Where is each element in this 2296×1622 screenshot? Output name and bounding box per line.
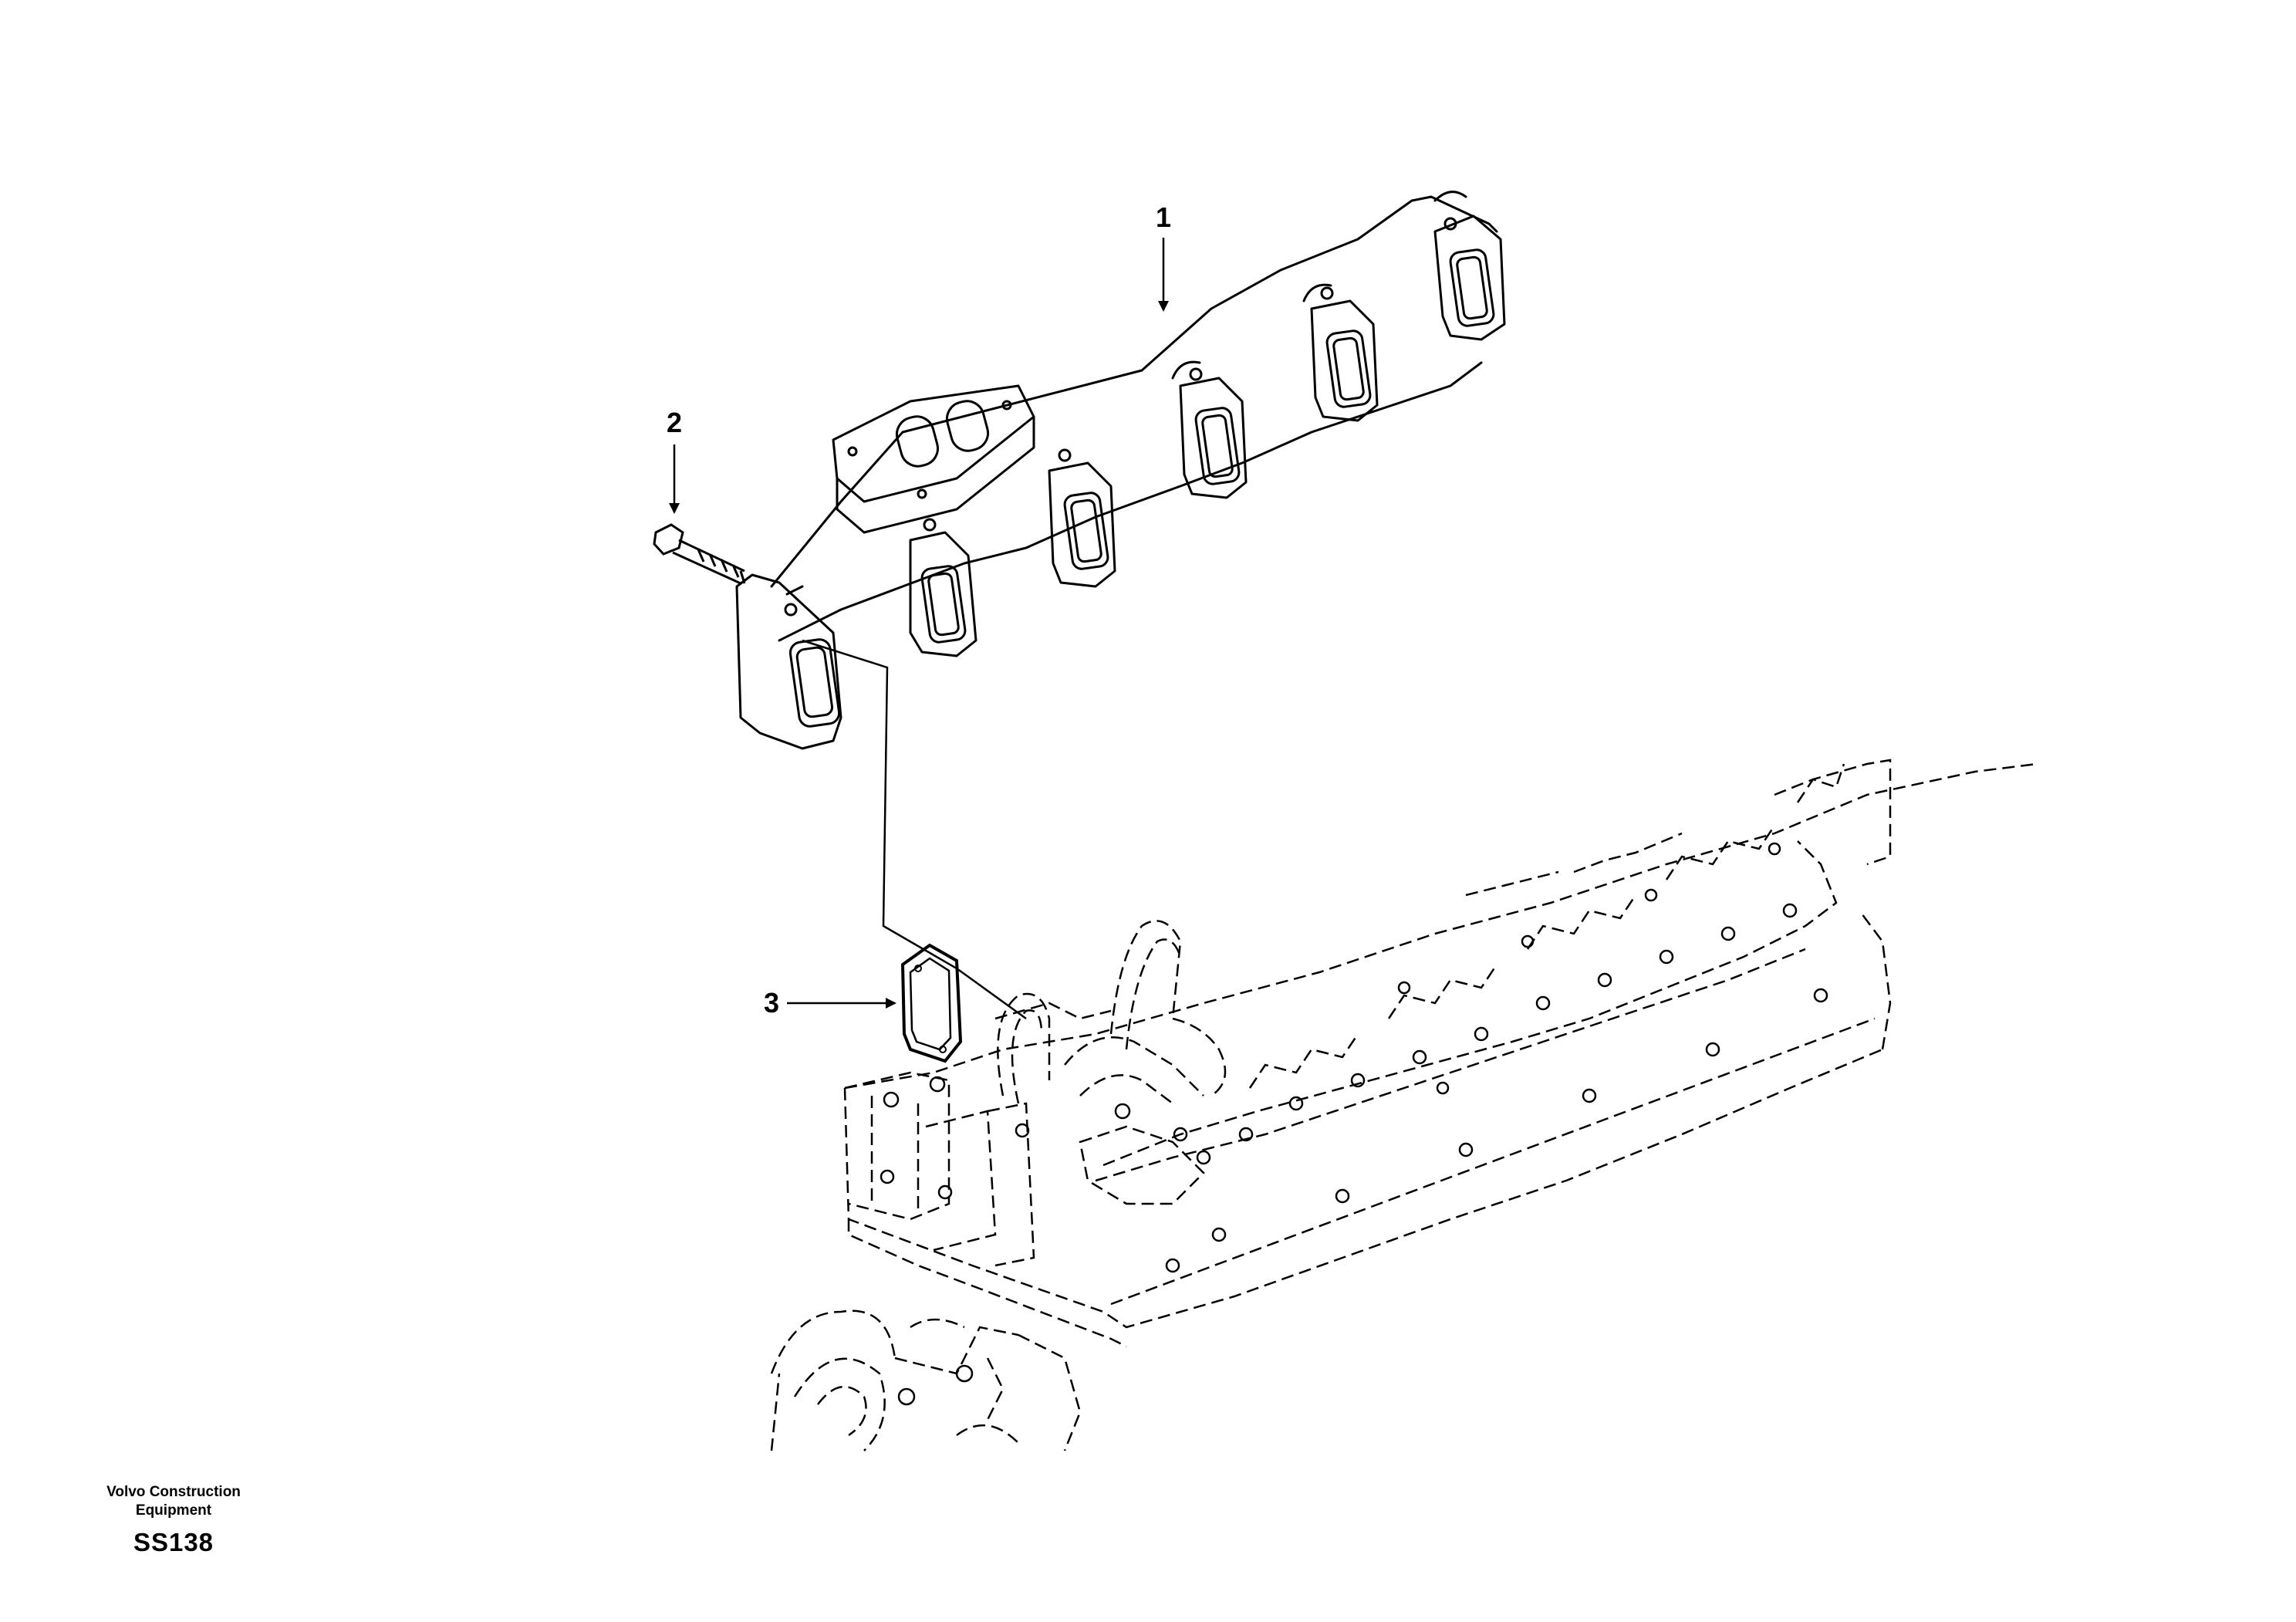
gasket [900,943,963,1063]
exhaust-manifold [735,191,1506,750]
callout-number-2: 2 [667,407,682,438]
engine-cylinder-head [770,759,2038,1451]
callout-3: 3 [764,987,896,1019]
engine-bolt-holes [880,842,1828,1406]
drawing-code: SS138 [133,1528,214,1556]
callout-number-3: 3 [764,987,779,1019]
flange-screw [653,523,746,585]
callout-1: 1 [1156,201,1171,312]
callout-number-1: 1 [1156,201,1171,233]
footer-block: Volvo Construction Equipment SS138 [89,1483,258,1557]
brand-line-2: Equipment [135,1502,212,1519]
brand-line-1: Volvo Construction [106,1484,241,1500]
callout-2: 2 [667,407,682,514]
assembly-guide-line [802,639,1027,1020]
